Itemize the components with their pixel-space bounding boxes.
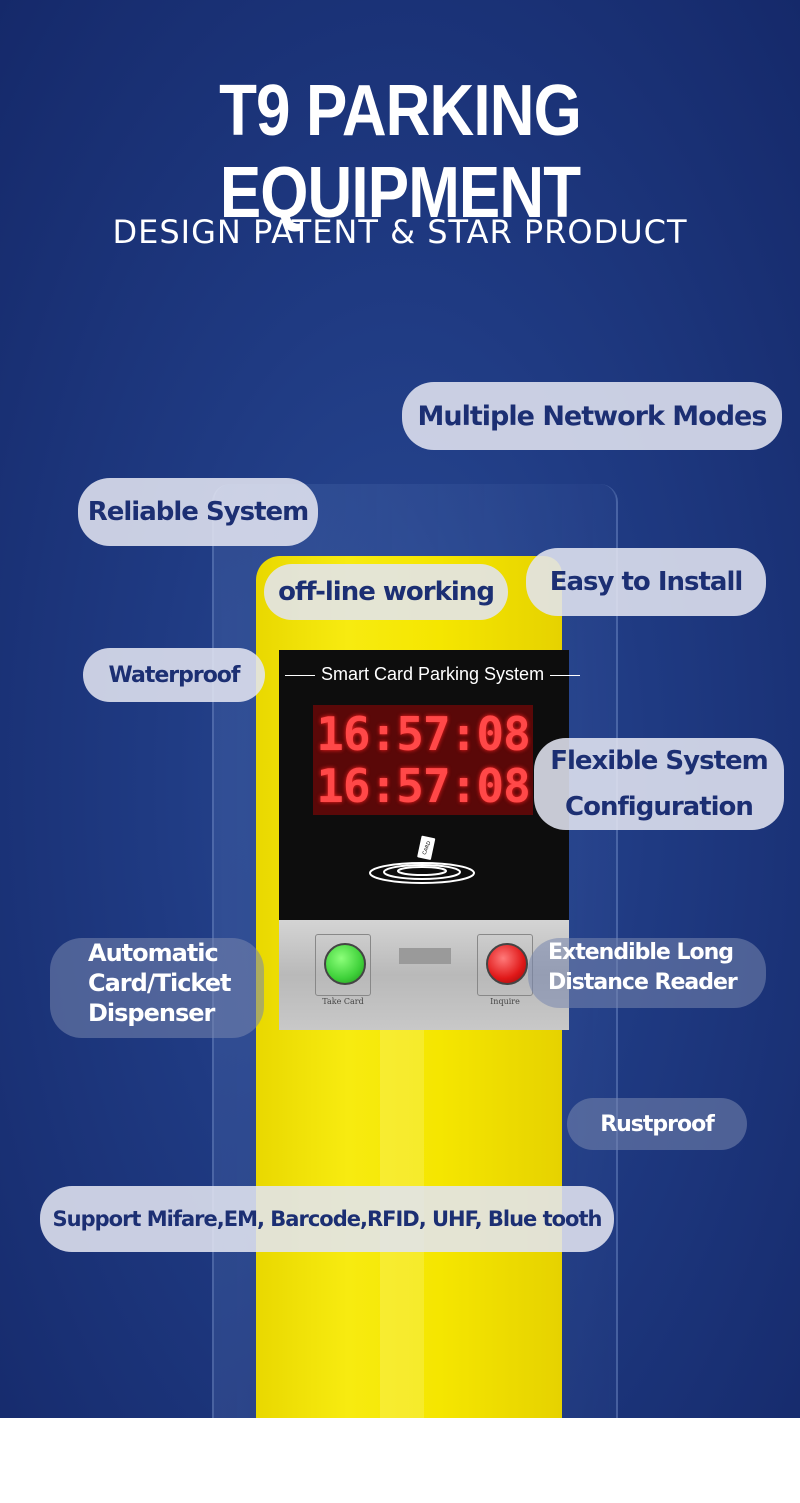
feature-reliable-system: Reliable System [78,478,318,546]
panel-title: Smart Card Parking System [321,664,545,684]
take-card-button[interactable] [324,943,366,985]
poster: T9 PARKING EQUIPMENT DESIGN PATENT & STA… [0,0,800,1418]
feature-long-distance-reader: Extendible Long Distance Reader [528,938,766,1008]
divider [285,674,315,676]
rfid-card-icon: CARD [369,835,475,884]
feature-waterproof: Waterproof [83,648,265,702]
feature-flexible-line-2: Configuration [565,792,754,822]
card-slot [399,948,451,964]
feature-multiple-network-modes: Multiple Network Modes [402,382,782,450]
page-title: T9 PARKING EQUIPMENT [219,71,582,233]
take-card-button-frame: Take Card [315,934,371,1006]
led-time-line-1: 16:57:08 [316,707,531,761]
led-time-line-2: 16:57:08 [316,759,531,813]
inquire-button-frame: Inquire [477,934,533,1006]
feature-reader-line-2: Distance Reader [548,970,738,995]
feature-flexible-system: Flexible System Configuration [534,738,784,830]
feature-reader-line-1: Extendible Long [548,940,734,965]
button-plate: Take Card Inquire [279,920,569,1030]
feature-dispenser-line-1: Automatic [88,939,219,967]
feature-dispenser-line-2: Card/Ticket [88,969,231,997]
feature-offline-working: off-line working [264,564,508,620]
feature-support-list: Support Mifare,EM, Barcode,RFID, UHF, Bl… [40,1186,614,1252]
display-panel: Smart Card Parking System 16:57:08 16:57… [279,650,581,920]
inquire-button[interactable] [486,943,528,985]
feature-easy-to-install: Easy to Install [526,548,766,616]
feature-rustproof: Rustproof [567,1098,747,1150]
page-subtitle: DESIGN PATENT & STAR PRODUCT [112,213,688,251]
feature-card-dispenser: Automatic Card/Ticket Dispenser [50,938,264,1038]
inquire-label: Inquire [490,997,520,1006]
svg-text:CARD: CARD [422,840,433,856]
feature-flexible-line-1: Flexible System [550,746,769,776]
feature-dispenser-line-3: Dispenser [88,999,215,1027]
divider [550,674,581,676]
led-display: 16:57:08 16:57:08 [313,705,533,815]
take-card-label: Take Card [322,997,364,1006]
